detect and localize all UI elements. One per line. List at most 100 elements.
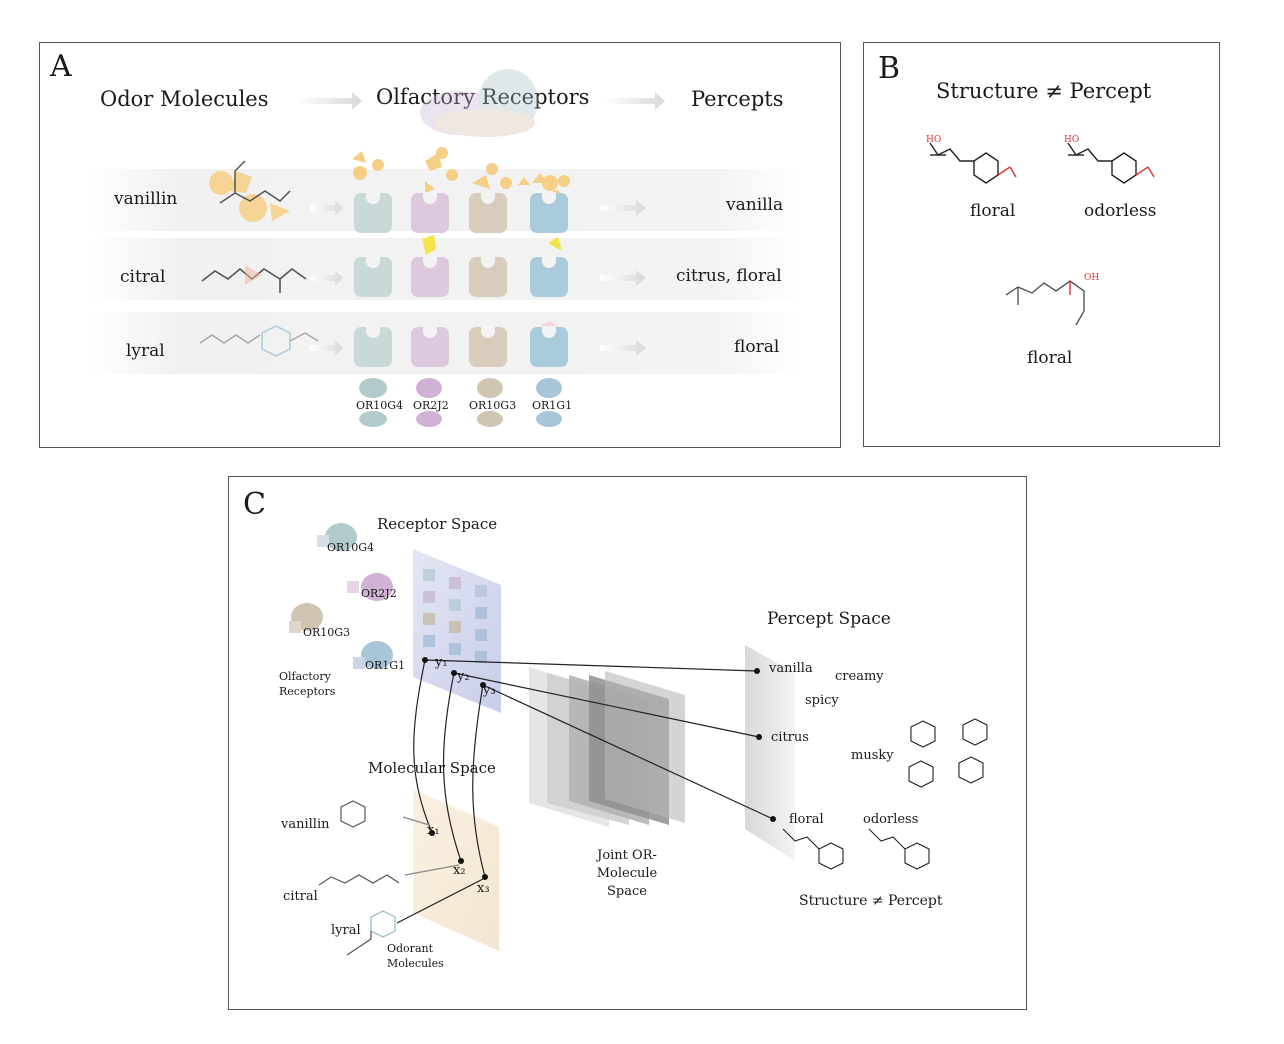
percept-label-floral: floral: [734, 337, 780, 357]
structure-3: [1005, 280, 1085, 326]
connection-dots: [422, 657, 776, 880]
protein-structure-header: [420, 69, 538, 137]
protein-or10g3-icon: [477, 378, 503, 398]
molecular-space-title: Molecular Space: [368, 759, 496, 777]
receptor-or10g4: OR10G4: [327, 541, 375, 554]
receptor-or1g1-vanillin: [530, 192, 568, 233]
structure-2-label: odorless: [1084, 201, 1157, 221]
row-arrows: [310, 200, 646, 356]
or2j2-protein-icon: [361, 573, 393, 601]
percept-musky: musky: [851, 748, 894, 763]
receptor-or2j2-vanillin: [411, 192, 449, 233]
y3-label: y₃: [483, 683, 496, 698]
protein-or2j2-icon: [416, 378, 442, 398]
receptor-or10g4-vanillin: [354, 192, 392, 233]
panel-b-structures: [929, 142, 1155, 326]
arrow-receptors-to-percepts: [605, 92, 665, 110]
protein-or1g1-icon: [536, 378, 562, 398]
lyral-structure: [199, 325, 319, 357]
panel-a: A Odor Molecules Olfactory Receptors Per…: [39, 42, 841, 448]
structure-3-label: floral: [1027, 348, 1073, 368]
arrow-molecules-to-receptors: [295, 92, 362, 110]
receptor-space-title: Receptor Space: [377, 515, 498, 533]
panel-c: C: [228, 476, 1027, 1010]
receptor-or10g3-vanillin: [469, 192, 507, 233]
percept-space-plane: [745, 645, 795, 861]
y1-label: y₁: [435, 655, 448, 670]
structure-3-oh: OH: [1084, 273, 1100, 283]
percept-citrus: citrus: [771, 730, 809, 745]
percept-odorless: odorless: [863, 812, 919, 827]
receptor-or1g1: OR1G1: [365, 659, 406, 672]
odorant-molecules-label: Odorant Molecules: [387, 942, 444, 970]
panel-a-label: A: [50, 49, 72, 84]
panel-a-graphics: [199, 147, 646, 357]
connection-lines: [396, 659, 774, 924]
molecular-space-plane: [413, 789, 499, 951]
structure-2: [1067, 142, 1155, 184]
y2-label: y₂: [457, 669, 470, 684]
citral-ligands: [422, 235, 562, 255]
olfactory-receptors-label: Olfactory Receptors: [279, 670, 336, 698]
vanillin-ligands: [352, 147, 570, 200]
x1-label: x₁: [427, 823, 440, 838]
molecule-label-vanillin: vanillin: [114, 189, 178, 209]
molecule-label-lyral: lyral: [126, 341, 165, 361]
molecule-lyral: lyral: [331, 923, 361, 938]
header-percepts: Percepts: [691, 87, 784, 111]
receptor-or10g4-citral: [354, 256, 392, 297]
receptor-or10g3-citral: [469, 256, 507, 297]
receptor-or10g3: OR10G3: [303, 626, 351, 639]
receptor-or1g1-lyral: [530, 326, 568, 367]
receptor-proteins: [359, 378, 562, 427]
receptor-name-or10g4: OR10G4: [356, 399, 404, 412]
receptor-or10g4-lyral: [354, 326, 392, 367]
structure-1-oh: HO: [926, 135, 942, 145]
receptor-or2j2-lyral: [411, 326, 449, 367]
panel-b: B Structure ≠ Percept HO HO OH floral: [863, 42, 1220, 447]
percept-molecules: [782, 718, 988, 870]
receptor-name-or1g1: OR1G1: [532, 399, 573, 412]
receptor-or2j2-citral: [411, 256, 449, 297]
percept-creamy: creamy: [835, 669, 884, 684]
panel-c-graphics: [289, 523, 988, 956]
molecule-label-citral: citral: [120, 267, 166, 287]
citral-structure: [201, 265, 307, 293]
joint-space-label: Joint OR-Molecule Space: [596, 848, 658, 899]
citral-chain: [318, 874, 400, 886]
percept-floral: floral: [789, 812, 824, 827]
header-olfactory-receptors: Olfactory Receptors: [376, 85, 589, 109]
x3-label: x₃: [477, 881, 490, 896]
molecule-sketches: [318, 800, 400, 956]
panel-c-label: C: [243, 487, 266, 522]
or10g4-protein-icon: [325, 523, 357, 551]
receptor-or10g3-lyral: [469, 326, 507, 367]
receptor-name-or10g3: OR10G3: [469, 399, 517, 412]
panel-b-title: Structure ≠ Percept: [936, 79, 1152, 103]
percept-vanilla: vanilla: [769, 661, 813, 676]
header-arrows: [295, 69, 665, 137]
receptor-or1g1-citral: [530, 256, 568, 297]
structure-percept-footer: Structure ≠ Percept: [799, 893, 943, 909]
vanillin-structure: [209, 160, 291, 222]
vanillin-ring: [340, 800, 366, 828]
structure-1-label: floral: [970, 201, 1016, 221]
receptor-name-or2j2: OR2J2: [413, 399, 449, 412]
receptor-grid-cells: [423, 569, 487, 663]
percept-spicy: spicy: [805, 693, 839, 708]
molecule-vanillin: vanillin: [281, 817, 330, 832]
lyral-ring: [370, 910, 396, 938]
structure-1: [929, 142, 1017, 184]
structure-2-oh: HO: [1064, 135, 1080, 145]
protein-or10g4-icon: [359, 378, 387, 398]
percept-label-citrus-floral: citrus, floral: [676, 266, 782, 286]
molecule-citral: citral: [283, 889, 318, 904]
receptor-protein-icons: [289, 523, 393, 669]
or1g1-protein-icon: [361, 641, 393, 669]
receptor-or2j2: OR2J2: [361, 587, 397, 600]
panel-b-label: B: [878, 51, 901, 86]
header-odor-molecules: Odor Molecules: [100, 87, 269, 111]
joint-space-planes: [529, 667, 685, 827]
x2-label: x₂: [453, 863, 466, 878]
percept-space-title: Percept Space: [767, 609, 891, 629]
